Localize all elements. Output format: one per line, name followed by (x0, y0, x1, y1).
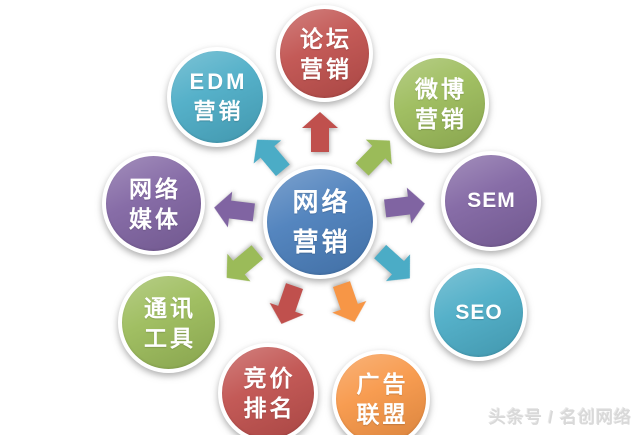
node-label: SEO (455, 300, 503, 324)
node-forum-marketing: 论坛 营销 (276, 5, 373, 102)
node-seo: SEO (430, 264, 527, 361)
node-ad-union: 广告 联盟 (332, 350, 430, 435)
node-label: 论坛 营销 (300, 25, 352, 82)
node-bidding-rank: 竞价 排名 (218, 343, 318, 435)
center-node-network-marketing: 网络 营销 (263, 165, 377, 279)
node-communication-tools: 通讯 工具 (118, 272, 219, 373)
center-node-label: 网络 营销 (292, 187, 351, 257)
watermark-toutiao: 头条号 / 名创网络 (488, 408, 632, 427)
arrow-to-communication-tools (215, 238, 269, 291)
node-label: 通讯 工具 (144, 294, 196, 351)
arrow-to-bidding-rank (264, 280, 311, 330)
arrow-to-weibo-marketing (349, 128, 403, 182)
arrow-to-edm-marketing (243, 128, 296, 182)
node-label: 微博 营销 (415, 75, 467, 132)
arrow-to-sem (383, 186, 427, 227)
node-label: SEM (467, 189, 516, 212)
arrow-to-forum-marketing (302, 112, 338, 152)
arrow-to-seo (368, 238, 422, 292)
node-weibo-marketing: 微博 营销 (390, 54, 489, 153)
node-edm-marketing: EDM 营销 (167, 47, 267, 147)
node-label: 网络 媒体 (129, 175, 181, 232)
node-label: EDM 营销 (189, 69, 248, 124)
node-sem: SEM (441, 151, 541, 251)
node-label: 竞价 排名 (243, 365, 296, 421)
node-label: 广告 联盟 (356, 371, 409, 427)
node-network-media: 网络 媒体 (102, 152, 205, 255)
arrow-to-network-media (212, 190, 256, 231)
arrow-to-ad-union (324, 278, 371, 328)
